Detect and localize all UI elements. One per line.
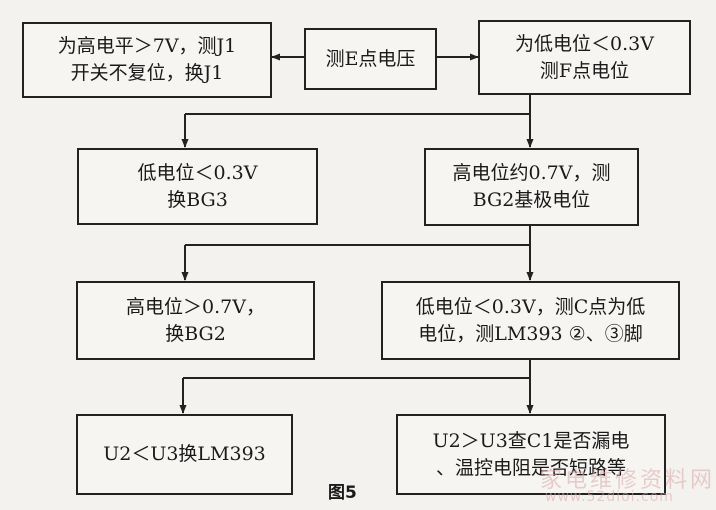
box-line: 换BG2 (165, 322, 226, 345)
box-line: 电位，测LM393 ②、③脚 (418, 322, 643, 345)
box-line: U2＞U3查C1是否漏电 (432, 429, 630, 452)
box-line: BG2基极电位 (472, 189, 591, 211)
watermark-site-url: www.52dioi.com (545, 489, 674, 505)
box-line: U2＜U3换LM393 (103, 443, 266, 465)
box-line: 低电位＜0.3V (137, 161, 258, 184)
box-line: 为高电平＞7V，测J1 (57, 35, 237, 57)
box-low-level-measure-f: 为低电位＜0.3V 测F点电位 (478, 20, 691, 95)
figure-caption: 图5 (328, 483, 357, 503)
box-measure-e-voltage: 测E点电压 (304, 28, 437, 90)
box-replace-bg2: 高电位＞0.7V， 换BG2 (76, 281, 315, 360)
box-line: 低电位＜0.3V，测C点为低 (415, 295, 646, 318)
box-check-c1-leakage: U2＞U3查C1是否漏电 、温控电阻是否短路等 (396, 414, 666, 495)
box-line: 、温控电阻是否短路等 (435, 456, 626, 479)
box-measure-lm393-pins: 低电位＜0.3V，测C点为低 电位，测LM393 ②、③脚 (381, 281, 680, 360)
watermark-site-name: 家电维修资料网 (540, 468, 716, 493)
box-high-level-check-j1: 为高电平＞7V，测J1 开关不复位，换J1 (22, 22, 272, 98)
box-line: 开关不复位，换J1 (70, 62, 224, 84)
box-line: 换BG3 (167, 188, 228, 211)
box-line: 高电位约0.7V，测 (452, 162, 611, 184)
box-line: 为低电位＜0.3V (515, 32, 654, 55)
box-replace-bg3: 低电位＜0.3V 换BG3 (77, 148, 318, 225)
box-replace-lm393: U2＜U3换LM393 (76, 414, 293, 495)
box-line: 测F点电位 (539, 59, 630, 82)
box-measure-bg2-base: 高电位约0.7V，测 BG2基极电位 (424, 148, 639, 226)
box-line: 测E点电压 (325, 47, 416, 70)
box-line: 高电位＞0.7V， (126, 295, 265, 318)
